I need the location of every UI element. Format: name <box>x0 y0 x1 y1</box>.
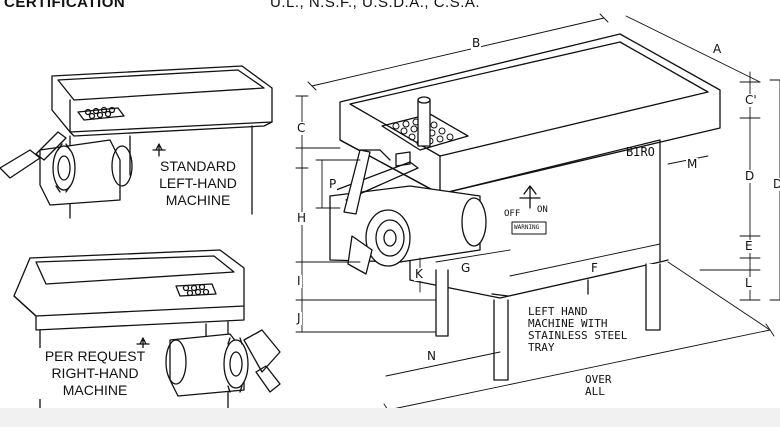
warning-plate: WARNING <box>514 224 540 231</box>
dim-label-d: D <box>744 169 756 183</box>
dim-label-c-prime: C' <box>744 93 758 107</box>
dim-label-e: E <box>744 239 754 253</box>
dim-label-a: A <box>712 42 723 56</box>
per-request-caption-line-3: MACHINE <box>62 382 128 398</box>
certification-list: U.L., N.S.F., U.S.D.A., C.S.A. <box>270 0 481 11</box>
dim-label-d-prime: D' <box>772 178 780 191</box>
standard-caption-line-2: LEFT-HAND <box>159 175 237 191</box>
switch-on-label: ON <box>537 205 548 215</box>
brand-label: BIRO <box>626 145 655 159</box>
tray-note: LEFT HAND MACHINE WITH STAINLESS STEEL T… <box>528 306 627 354</box>
per-request-caption-line-2: RIGHT-HAND <box>51 365 139 381</box>
tray-note-line-2: MACHINE WITH <box>528 317 608 330</box>
dim-label-p: P <box>328 177 338 191</box>
page-bottom-strip <box>0 408 780 427</box>
per-request-caption: PER REQUEST RIGHT-HAND MACHINE <box>38 348 152 399</box>
overall-label: OVER ALL <box>585 374 612 398</box>
tray-note-line-4: TRAY <box>528 341 555 354</box>
certification-heading: CERTIFICATION <box>4 0 126 11</box>
tray-note-line-1: LEFT HAND <box>528 305 588 318</box>
dim-label-k: K <box>414 267 424 281</box>
dim-label-h: H <box>296 211 308 225</box>
dim-label-i: I <box>296 274 302 288</box>
switch-off-label: OFF <box>504 209 521 219</box>
dim-label-b: B <box>471 36 482 50</box>
dim-label-f: F <box>590 261 599 275</box>
standard-machine-inset <box>0 65 273 219</box>
tray-note-line-3: STAINLESS STEEL <box>528 329 628 342</box>
per-request-caption-line-1: PER REQUEST <box>44 348 146 364</box>
dim-label-n: N <box>426 349 437 363</box>
main-machine-drawing <box>329 33 721 381</box>
right-hand-machine-inset <box>13 249 281 411</box>
standard-caption-line-1: STANDARD <box>160 158 236 174</box>
standard-caption: STANDARD LEFT-HAND MACHINE <box>152 158 244 209</box>
overall-line-1: OVER <box>585 373 612 386</box>
overall-line-2: ALL <box>585 385 605 398</box>
standard-caption-line-3: MACHINE <box>165 192 231 208</box>
dim-label-m: M <box>686 157 699 171</box>
dim-label-c: C <box>296 121 307 135</box>
dim-label-g: G <box>460 261 472 275</box>
dim-label-j: J <box>296 311 302 325</box>
dim-label-l: L <box>744 276 753 290</box>
